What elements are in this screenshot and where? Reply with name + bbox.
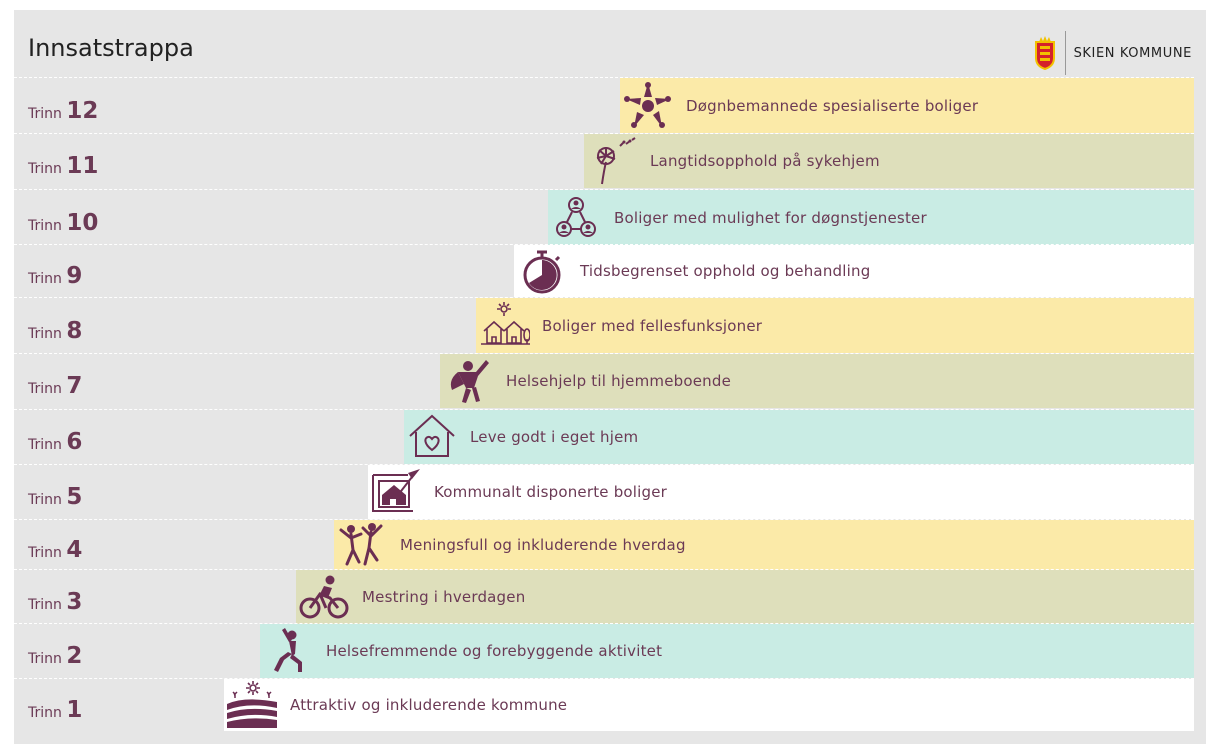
step-number: 7 bbox=[66, 373, 83, 399]
step-word: Trinn bbox=[28, 545, 67, 561]
step-bar-2: Helsefremmende og forebyggende aktivitet bbox=[260, 624, 1194, 678]
step-number: 6 bbox=[66, 429, 83, 455]
step-label: Kommunalt disponerte boliger bbox=[434, 483, 668, 501]
row-divider bbox=[14, 623, 1194, 624]
row-divider bbox=[14, 297, 1194, 298]
step-word: Trinn bbox=[28, 705, 67, 721]
superhero-icon bbox=[440, 355, 496, 407]
step-word: Trinn bbox=[28, 217, 67, 234]
house-blueprint-icon bbox=[368, 466, 424, 518]
step-bar-9: Tidsbegrenset opphold og behandling bbox=[514, 245, 1194, 297]
step-label: Meningsfull og inkluderende hverdag bbox=[400, 536, 686, 554]
step-bar-4: Meningsfull og inkluderende hverdag bbox=[334, 520, 1194, 570]
step-label: Leve godt i eget hjem bbox=[470, 428, 639, 446]
step-bar-3: Mestring i hverdagen bbox=[296, 570, 1194, 624]
step-number: 8 bbox=[66, 317, 83, 344]
step-word: Trinn bbox=[28, 651, 67, 667]
step-number-4: Trinn 4 bbox=[28, 537, 82, 563]
step-label: Tidsbegrenset opphold og behandling bbox=[580, 262, 871, 280]
step-number-10: Trinn 10 bbox=[28, 210, 98, 236]
step-number-12: Trinn 12 bbox=[28, 98, 98, 124]
row-divider bbox=[14, 569, 1194, 570]
step-label: Mestring i hverdagen bbox=[362, 588, 526, 606]
step-number: 4 bbox=[66, 537, 83, 563]
step-number-6: Trinn 6 bbox=[28, 429, 82, 455]
step-word: Trinn bbox=[28, 325, 67, 342]
step-word: Trinn bbox=[28, 437, 67, 453]
step-number: 3 bbox=[66, 589, 83, 615]
step-bar-5: Kommunalt disponerte boliger bbox=[368, 465, 1194, 519]
step-label: Helsefremmende og forebyggende aktivitet bbox=[326, 642, 663, 660]
step-number-7: Trinn 7 bbox=[28, 373, 82, 399]
step-number-2: Trinn 2 bbox=[28, 643, 82, 669]
step-label: Langtidsopphold på sykehjem bbox=[650, 152, 880, 170]
step-word: Trinn bbox=[28, 381, 67, 397]
step-number-9: Trinn 9 bbox=[28, 263, 82, 289]
row-divider bbox=[14, 409, 1194, 410]
row-divider bbox=[14, 353, 1194, 354]
step-label: Døgnbemannede spesialiserte boliger bbox=[686, 96, 979, 115]
lunge-exercise-icon bbox=[260, 625, 316, 677]
step-bar-11: Langtidsopphold på sykehjem bbox=[584, 134, 1194, 188]
brand-logo: SKIEN KOMMUNE bbox=[1033, 30, 1192, 76]
step-label: Helsehjelp til hjemmeboende bbox=[506, 372, 732, 390]
step-word: Trinn bbox=[28, 597, 67, 613]
step-number-11: Trinn 11 bbox=[28, 153, 98, 179]
stopwatch-icon bbox=[514, 245, 570, 297]
step-bar-10: Boliger med mulighet for døgnstjenester bbox=[548, 190, 1194, 245]
fields-sun-icon bbox=[224, 679, 280, 731]
step-number: 11 bbox=[66, 153, 99, 179]
step-word: Trinn bbox=[28, 492, 67, 508]
row-divider bbox=[14, 678, 1194, 679]
house-heart-icon bbox=[404, 411, 460, 463]
row-divider bbox=[14, 244, 1194, 245]
step-bar-7: Helsehjelp til hjemmeboende bbox=[440, 354, 1194, 408]
step-number: 10 bbox=[66, 209, 99, 236]
step-bar-12: Døgnbemannede spesialiserte boliger bbox=[620, 78, 1194, 133]
step-bar-8: Boliger med fellesfunksjoner bbox=[476, 298, 1194, 353]
hands-circle-icon bbox=[620, 80, 676, 132]
step-number: 2 bbox=[66, 643, 83, 669]
dandelion-icon bbox=[584, 135, 640, 187]
cyclist-icon bbox=[296, 571, 352, 623]
step-word: Trinn bbox=[28, 105, 67, 122]
people-network-icon bbox=[548, 192, 604, 244]
step-label: Boliger med fellesfunksjoner bbox=[542, 316, 763, 335]
row-divider bbox=[14, 77, 1194, 78]
step-number-5: Trinn 5 bbox=[28, 484, 82, 510]
step-number: 5 bbox=[66, 484, 83, 510]
step-number-1: Trinn 1 bbox=[28, 697, 82, 723]
step-label: Boliger med mulighet for døgnstjenester bbox=[614, 208, 927, 227]
step-word: Trinn bbox=[28, 271, 67, 287]
row-divider bbox=[14, 519, 1194, 520]
step-bar-6: Leve godt i eget hjem bbox=[404, 410, 1194, 464]
row-divider bbox=[14, 189, 1194, 190]
houses-sun-icon bbox=[476, 300, 532, 352]
row-divider bbox=[14, 464, 1194, 465]
page-title: Innsatstrappa bbox=[28, 34, 194, 62]
step-number: 9 bbox=[66, 263, 83, 289]
brand-divider bbox=[1064, 31, 1066, 75]
step-word: Trinn bbox=[28, 161, 67, 177]
row-divider bbox=[14, 133, 1194, 134]
step-number: 1 bbox=[66, 697, 83, 723]
step-number-3: Trinn 3 bbox=[28, 589, 82, 615]
step-number: 12 bbox=[66, 97, 99, 124]
step-label: Attraktiv og inkluderende kommune bbox=[290, 696, 568, 714]
coat-of-arms-icon bbox=[1033, 36, 1057, 70]
step-bar-1: Attraktiv og inkluderende kommune bbox=[224, 679, 1194, 731]
brand-name: SKIEN KOMMUNE bbox=[1073, 45, 1192, 61]
step-number-8: Trinn 8 bbox=[28, 318, 82, 344]
dancing-people-icon bbox=[334, 519, 390, 571]
